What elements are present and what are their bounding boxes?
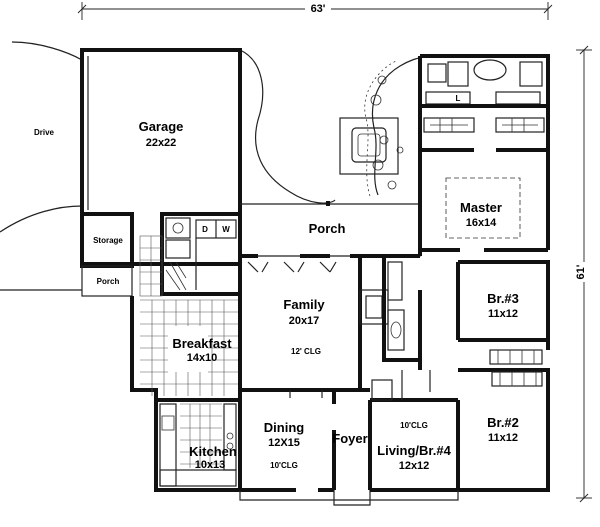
side-porch-label: Porch xyxy=(97,277,120,286)
master-size: 16x14 xyxy=(466,217,497,229)
br2-size: 11x12 xyxy=(488,432,518,444)
side-porch xyxy=(81,265,133,297)
landscape-edge xyxy=(371,57,421,196)
bedroom-2 xyxy=(456,368,550,492)
foyer xyxy=(332,400,372,506)
planting-bed xyxy=(364,59,404,197)
master-suite xyxy=(418,54,550,256)
dining-size: 12X15 xyxy=(268,437,300,449)
garage-label: Garage xyxy=(139,119,184,134)
breakfast-label: Breakfast xyxy=(172,336,232,351)
garage-size: 22x22 xyxy=(146,137,177,149)
living-ceiling: 10'CLG xyxy=(400,421,428,430)
family-label: Family xyxy=(283,297,325,312)
width-dimension-label: 63' xyxy=(311,3,326,15)
br3-label: Br.#3 xyxy=(487,291,519,306)
depth-dimension-label: 61' xyxy=(575,264,587,279)
dining-label: Dining xyxy=(264,420,304,435)
drive-curb xyxy=(11,41,83,61)
linen-label: L xyxy=(456,94,461,103)
family-size: 20x17 xyxy=(289,315,320,327)
breakfast-size: 14x10 xyxy=(187,352,218,364)
drive-curb xyxy=(0,205,83,233)
hot-tub xyxy=(339,117,399,175)
storage-label: Storage xyxy=(93,236,123,245)
br2-label: Br.#2 xyxy=(487,415,519,430)
front-porch-edge xyxy=(239,490,459,501)
washer-label: W xyxy=(222,225,230,234)
living-room xyxy=(370,370,458,492)
living-label: Living/Br.#4 xyxy=(377,443,451,458)
landscape-edge xyxy=(239,49,336,204)
kitchen-size: 10x13 xyxy=(195,459,226,471)
master-label: Master xyxy=(460,200,502,215)
drive-label: Drive xyxy=(34,128,55,137)
hall-bath xyxy=(382,256,422,370)
living-size: 12x12 xyxy=(399,460,430,472)
foyer-label: Foyer xyxy=(332,431,367,446)
bedroom-3 xyxy=(456,260,550,365)
br3-size: 11x12 xyxy=(488,308,518,320)
dining-ceiling: 10'CLG xyxy=(270,461,298,470)
family-room xyxy=(238,254,420,400)
family-ceiling: 12' CLG xyxy=(291,347,321,356)
porch-label: Porch xyxy=(309,221,346,236)
dryer-label: D xyxy=(202,225,208,234)
kitchen-label: Kitchen xyxy=(189,444,237,459)
